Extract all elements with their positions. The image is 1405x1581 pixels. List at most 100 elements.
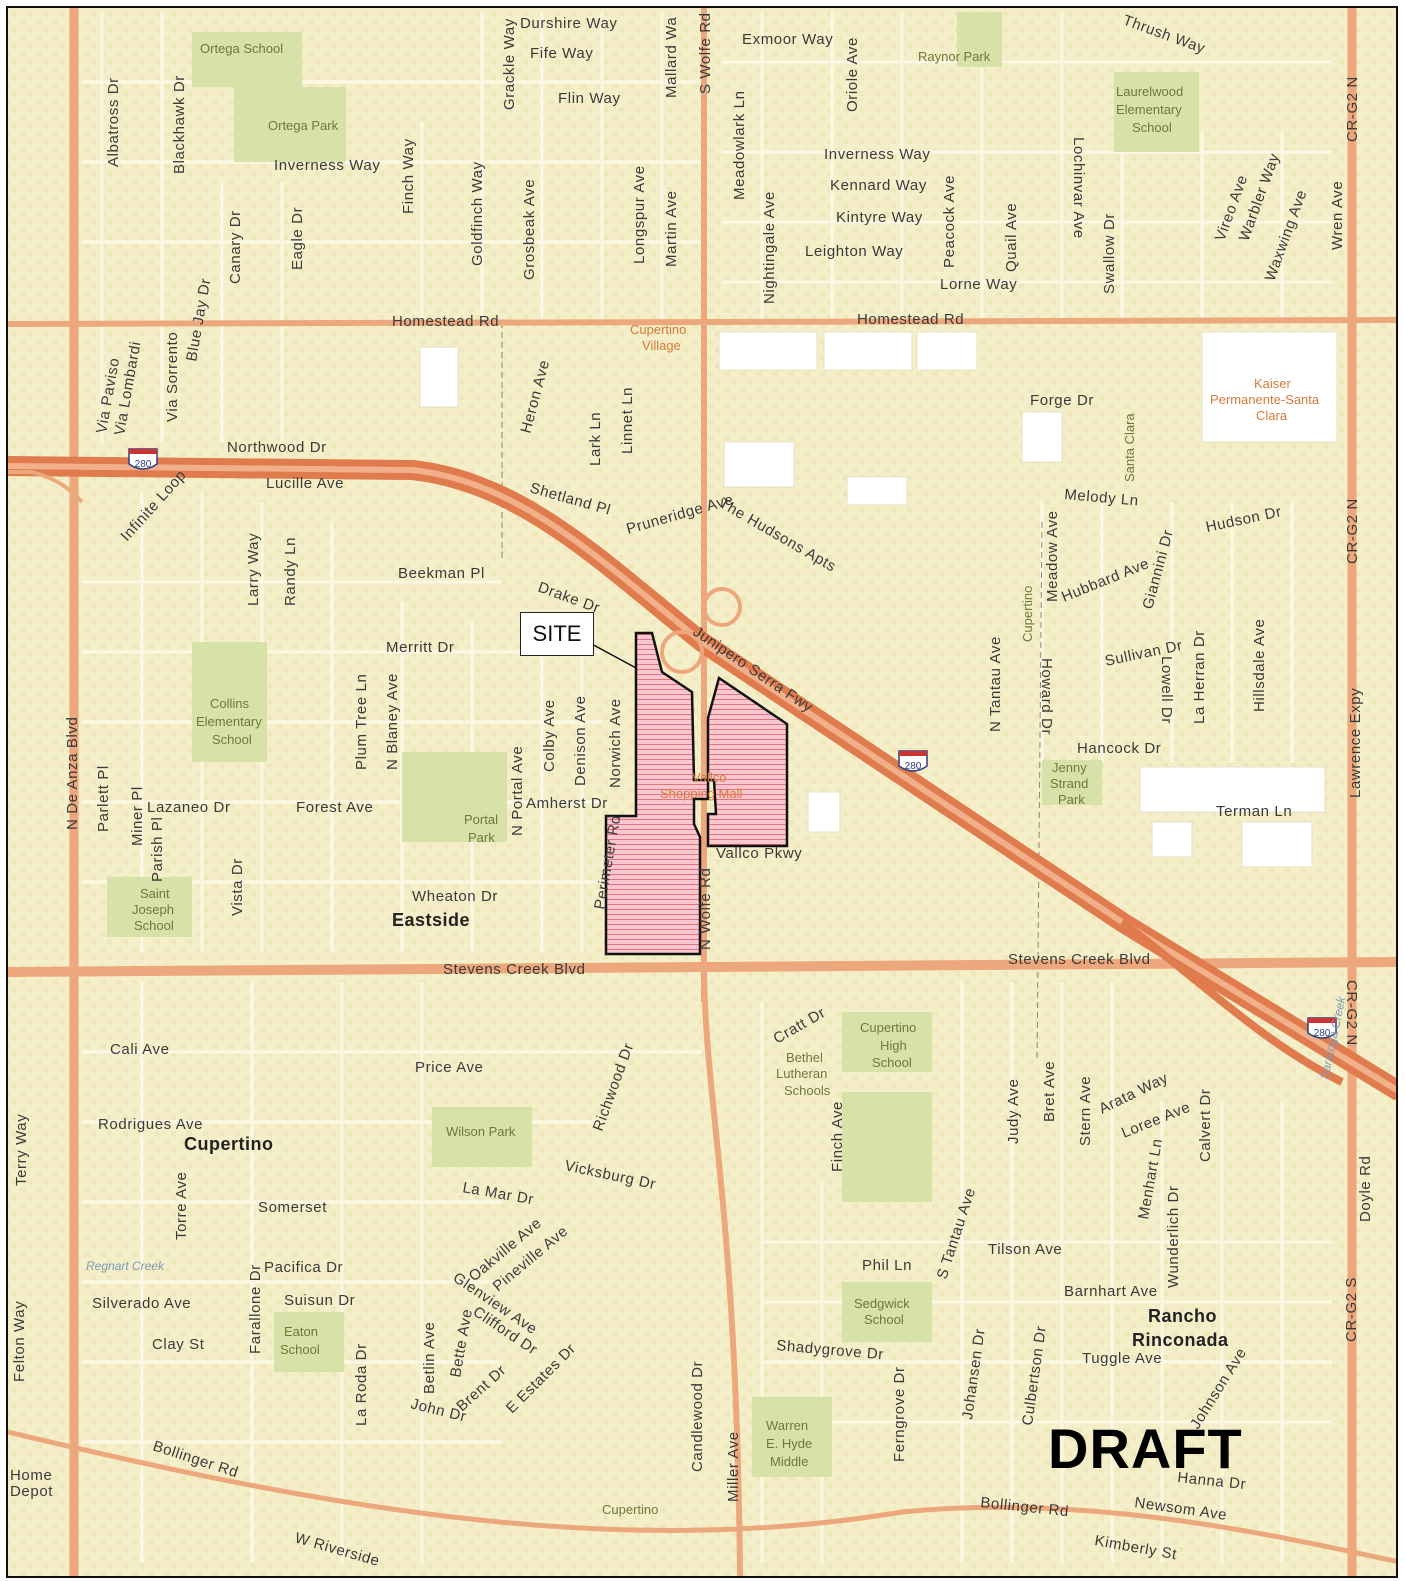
road-label: Larry Way (245, 533, 262, 606)
road-label: Norwich Ave (607, 698, 624, 788)
poi-label: School (864, 1312, 904, 1327)
road-label: Terman Ln (1216, 803, 1292, 820)
parks (107, 12, 1199, 1477)
poi-label: Shopping Mall (660, 786, 742, 801)
road-label: Betlin Ave (421, 1322, 438, 1394)
road-label: Randy Ln (282, 537, 299, 606)
road-label: Miller Ave (725, 1431, 742, 1502)
road-label: Finch Ave (829, 1101, 846, 1172)
creek-label: Regnart Creek (86, 1259, 165, 1273)
poi-label: School (280, 1342, 320, 1357)
road-label: Canary Dr (227, 210, 244, 284)
poi-label: High (880, 1038, 907, 1053)
poi-label: Sedgwick (854, 1296, 910, 1311)
road-label: CR-G2 N (1344, 498, 1361, 564)
road-label: Cali Ave (110, 1041, 170, 1058)
road-label: Phil Ln (862, 1257, 912, 1274)
road-label: Martin Ave (663, 190, 680, 267)
poi-label: Home (10, 1467, 52, 1484)
poi-label: Lutheran (776, 1066, 827, 1081)
poi-label: School (872, 1055, 912, 1070)
poi-label: Saint (140, 886, 170, 901)
road-label: Fife Way (530, 45, 593, 62)
poi-label: Wilson Park (446, 1124, 516, 1139)
poi-label: Laurelwood (1116, 84, 1183, 99)
poi-label: E. Hyde (766, 1436, 812, 1451)
road-label: N Blaney Ave (384, 673, 401, 770)
poi-label: Park (1058, 792, 1085, 807)
road-label: N De Anza Blvd (64, 717, 81, 830)
road-label: Candlewood Dr (689, 1361, 706, 1472)
road-label: Clay St (152, 1336, 205, 1353)
shield-280-icon: 280 (898, 750, 928, 772)
road-label: Hancock Dr (1077, 740, 1161, 757)
poi-label: Collins (210, 696, 250, 711)
road-label: Tilson Ave (988, 1241, 1062, 1258)
road-label: Beekman Pl (398, 565, 485, 582)
road-label: Wunderlich Dr (1165, 1185, 1182, 1288)
road-label: Torre Ave (173, 1172, 190, 1241)
road-label: Oriole Ave (844, 37, 861, 112)
road-label: Lawrence Expy (1347, 688, 1364, 798)
road-label: Northwood Dr (227, 439, 327, 456)
poi-label: Joseph (132, 902, 174, 917)
road-label: Pacifica Dr (264, 1259, 343, 1276)
svg-text:280: 280 (1314, 1028, 1331, 1039)
road-label: Bret Ave (1041, 1061, 1058, 1122)
road-label: Inverness Way (274, 157, 380, 174)
neighborhood-label: Rinconada (1132, 1330, 1229, 1350)
road-label: Via Sorrento (164, 332, 181, 422)
poi-label: Ortega Park (268, 118, 339, 133)
poi-label: School (212, 732, 252, 747)
poi-label: Elementary (1116, 102, 1182, 117)
road-label: Stern Ave (1077, 1076, 1094, 1146)
road-label: Grackle Way (501, 18, 518, 110)
poi-label: Kaiser (1254, 376, 1292, 391)
poi-label: Jenny (1052, 760, 1087, 775)
road-label: Durshire Way (520, 15, 618, 32)
road-label: Parlett Pl (95, 765, 112, 832)
poi-label: Ortega School (200, 41, 283, 56)
poi-label: School (1132, 120, 1172, 135)
neighborhood-label: Rancho (1148, 1306, 1217, 1326)
shield-280-icon: 280 (128, 448, 158, 470)
road-label: Rodrigues Ave (98, 1116, 203, 1133)
road-label: La Roda Dr (353, 1343, 370, 1426)
road-label: N Wolfe Rd (697, 868, 714, 950)
road-label: Mallard Wa (663, 17, 680, 98)
poi-label: Elementary (196, 714, 262, 729)
road-label: Wheaton Dr (412, 888, 498, 905)
draft-watermark: DRAFT (1048, 1417, 1243, 1480)
road-label: Somerset (258, 1199, 327, 1216)
road-label: Lucille Ave (266, 475, 344, 492)
road-label: Lark Ln (587, 412, 604, 466)
poi-label: Raynor Park (918, 49, 991, 64)
road-label: N Tantau Ave (987, 636, 1004, 732)
road-label: CR-G2 N (1344, 76, 1361, 142)
road-label: Goldfinch Way (469, 161, 486, 266)
road-label: Lorne Way (940, 276, 1017, 293)
road-label: CR-G2 N (1343, 980, 1360, 1046)
road-label: Meadow Ave (1044, 510, 1061, 602)
svg-text:280: 280 (135, 459, 152, 470)
road-label: Felton Way (11, 1301, 28, 1382)
poi-label: Middle (770, 1454, 808, 1469)
road-label: Howard Dr (1038, 658, 1055, 735)
site-callout-label: SITE (520, 612, 594, 656)
road-label: Hillsdale Ave (1251, 619, 1268, 712)
road-label: Ferngrove Dr (891, 1366, 908, 1462)
boundary-label: Cupertino (1020, 586, 1035, 642)
buildings (419, 331, 1338, 868)
road-label: Forge Dr (1030, 392, 1094, 409)
poi-label: Schools (784, 1083, 831, 1098)
road-label: Amherst Dr (526, 795, 608, 812)
poi-label: Park (468, 830, 495, 845)
poi-label: Village (642, 338, 681, 353)
road-label: Terry Way (13, 1114, 30, 1186)
poi-label: Warren (766, 1418, 808, 1433)
road-label: Lowell Dr (1158, 656, 1175, 724)
road-label: Barnhart Ave (1064, 1283, 1158, 1300)
road-label: Eagle Dr (289, 207, 306, 270)
road-label: Tuggle Ave (1082, 1350, 1162, 1367)
road-label: Linnet Ln (619, 387, 636, 454)
